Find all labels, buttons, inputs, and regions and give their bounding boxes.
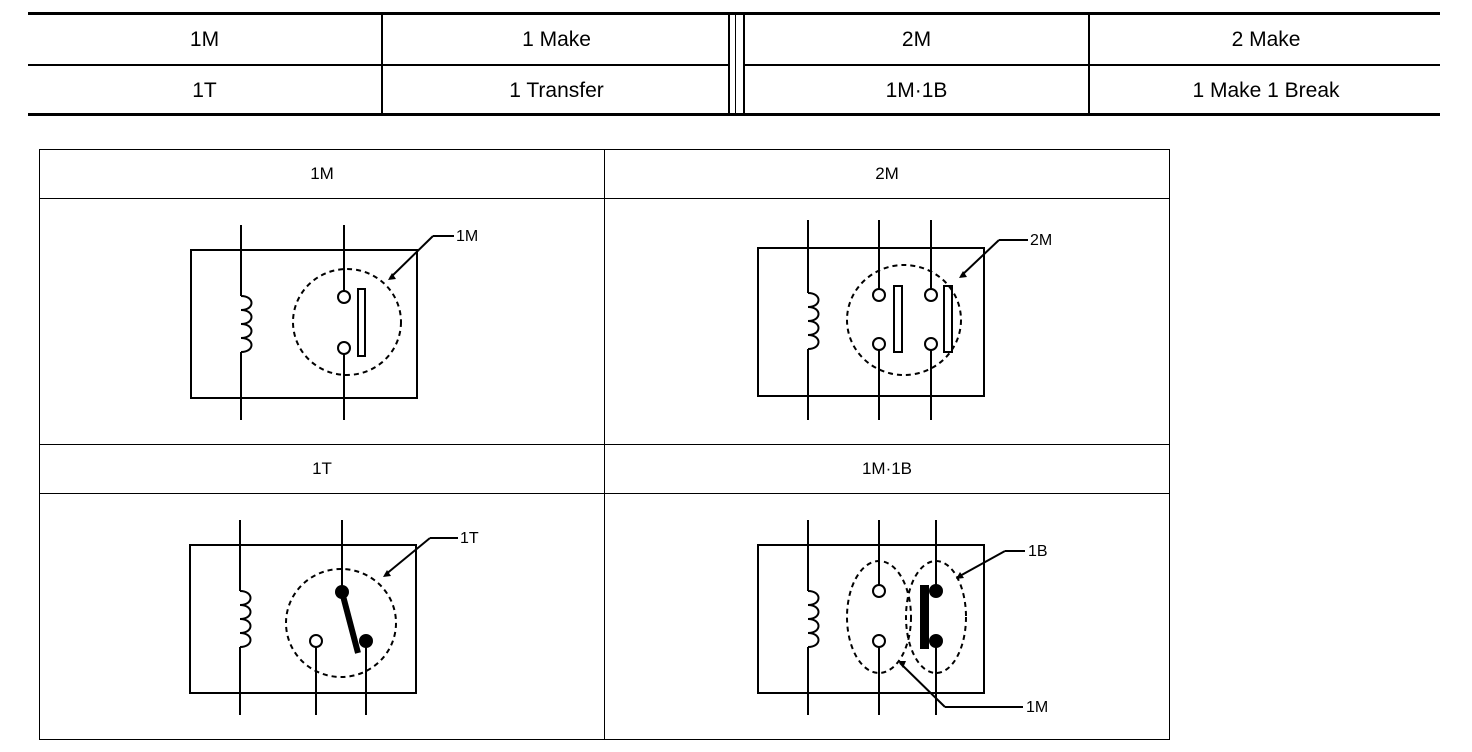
coil-icon <box>807 590 820 648</box>
legend-code: 2M <box>901 27 932 51</box>
legend-right-half: 2M 2 Make 1M·1B 1 Make 1 Break <box>745 15 1440 115</box>
relay-housing <box>757 247 985 397</box>
panel-1t: 1T 1T <box>40 445 605 739</box>
break-contact-bar <box>920 585 929 649</box>
legend-name: 1 Make <box>381 15 730 64</box>
legend-name: 1 Transfer <box>381 66 730 115</box>
contact-terminal-icon <box>337 290 351 304</box>
callout-arrow-icon <box>388 273 396 280</box>
contact-terminal-icon <box>924 337 938 351</box>
relay-1m-1b-diagram: 1B 1M <box>757 520 1048 716</box>
relay-2m-diagram: 2M <box>757 220 1052 420</box>
callout-arrow-icon <box>959 271 967 278</box>
callout-label: 2M <box>1030 232 1052 249</box>
legend-code: 1M·1B <box>885 78 948 102</box>
break-contact-terminal-icon <box>929 634 943 648</box>
callout-arrow-icon <box>383 570 391 577</box>
callout-leader <box>389 235 434 279</box>
contact-terminal-icon <box>337 341 351 355</box>
legend-name: 2 Make <box>1088 15 1442 64</box>
callout-label: 1B <box>1028 543 1048 560</box>
panel-title: 1M <box>40 150 604 199</box>
contact-terminal-icon <box>309 634 323 648</box>
relay-1m-diagram: 1M <box>190 225 478 420</box>
relay-1t-diagram: 1T <box>189 520 479 715</box>
panel-2m: 2M 2M <box>605 150 1169 445</box>
legend-row: 1M 1 Make <box>28 15 728 64</box>
legend-row: 1T 1 Transfer <box>28 64 728 115</box>
legend-code: 1M <box>189 27 220 51</box>
callout-label: 1M <box>456 228 478 245</box>
callout-arrow-icon <box>898 661 906 668</box>
make-contact-bar <box>893 285 903 353</box>
break-contact-terminal-icon <box>929 584 943 598</box>
relay-housing <box>189 544 417 694</box>
panel-1m: 1M 1M <box>40 150 605 445</box>
transfer-arm <box>339 591 361 654</box>
make-contact-bar <box>943 285 953 353</box>
legend-table: 1M 1 Make 1T 1 Transfer 2M 2 Make 1M·1B … <box>28 12 1440 116</box>
contact-terminal-icon <box>872 288 886 302</box>
contact-terminal-icon <box>872 584 886 598</box>
relay-housing <box>190 249 418 399</box>
legend-name: 1 Make 1 Break <box>1088 66 1442 115</box>
contact-terminal-icon <box>872 337 886 351</box>
contact-terminal-icon <box>924 288 938 302</box>
panel-1m-1b: 1M·1B <box>605 445 1169 739</box>
callout-leader <box>960 239 1000 277</box>
callout-label: 1M <box>1026 699 1048 716</box>
coil-icon <box>807 292 820 350</box>
legend-row: 2M 2 Make <box>745 15 1440 64</box>
legend-left-half: 1M 1 Make 1T 1 Transfer <box>28 15 728 115</box>
callout-leader <box>899 662 946 708</box>
coil-icon <box>239 590 252 648</box>
transfer-contact-icon <box>359 634 373 648</box>
make-contact-bar <box>357 288 366 357</box>
coil-icon <box>240 295 253 353</box>
legend-double-divider <box>728 15 745 113</box>
contact-terminal-icon <box>872 634 886 648</box>
callout-leader <box>957 550 1006 578</box>
relay-housing <box>757 544 985 694</box>
contact-group-outline <box>292 268 402 376</box>
panel-title: 1T <box>40 445 604 494</box>
panel-title: 1M·1B <box>605 445 1169 494</box>
break-contact-outline <box>905 560 967 674</box>
contact-group-outline <box>846 264 962 376</box>
panel-title: 2M <box>605 150 1169 199</box>
callout-leader <box>384 537 431 576</box>
callout-arrow-icon <box>956 572 964 579</box>
relay-diagram-grid: 1M 1M 2M <box>39 149 1170 740</box>
legend-row: 1M·1B 1 Make 1 Break <box>745 64 1440 115</box>
callout-label: 1T <box>460 530 479 547</box>
legend-code: 1T <box>192 78 217 102</box>
